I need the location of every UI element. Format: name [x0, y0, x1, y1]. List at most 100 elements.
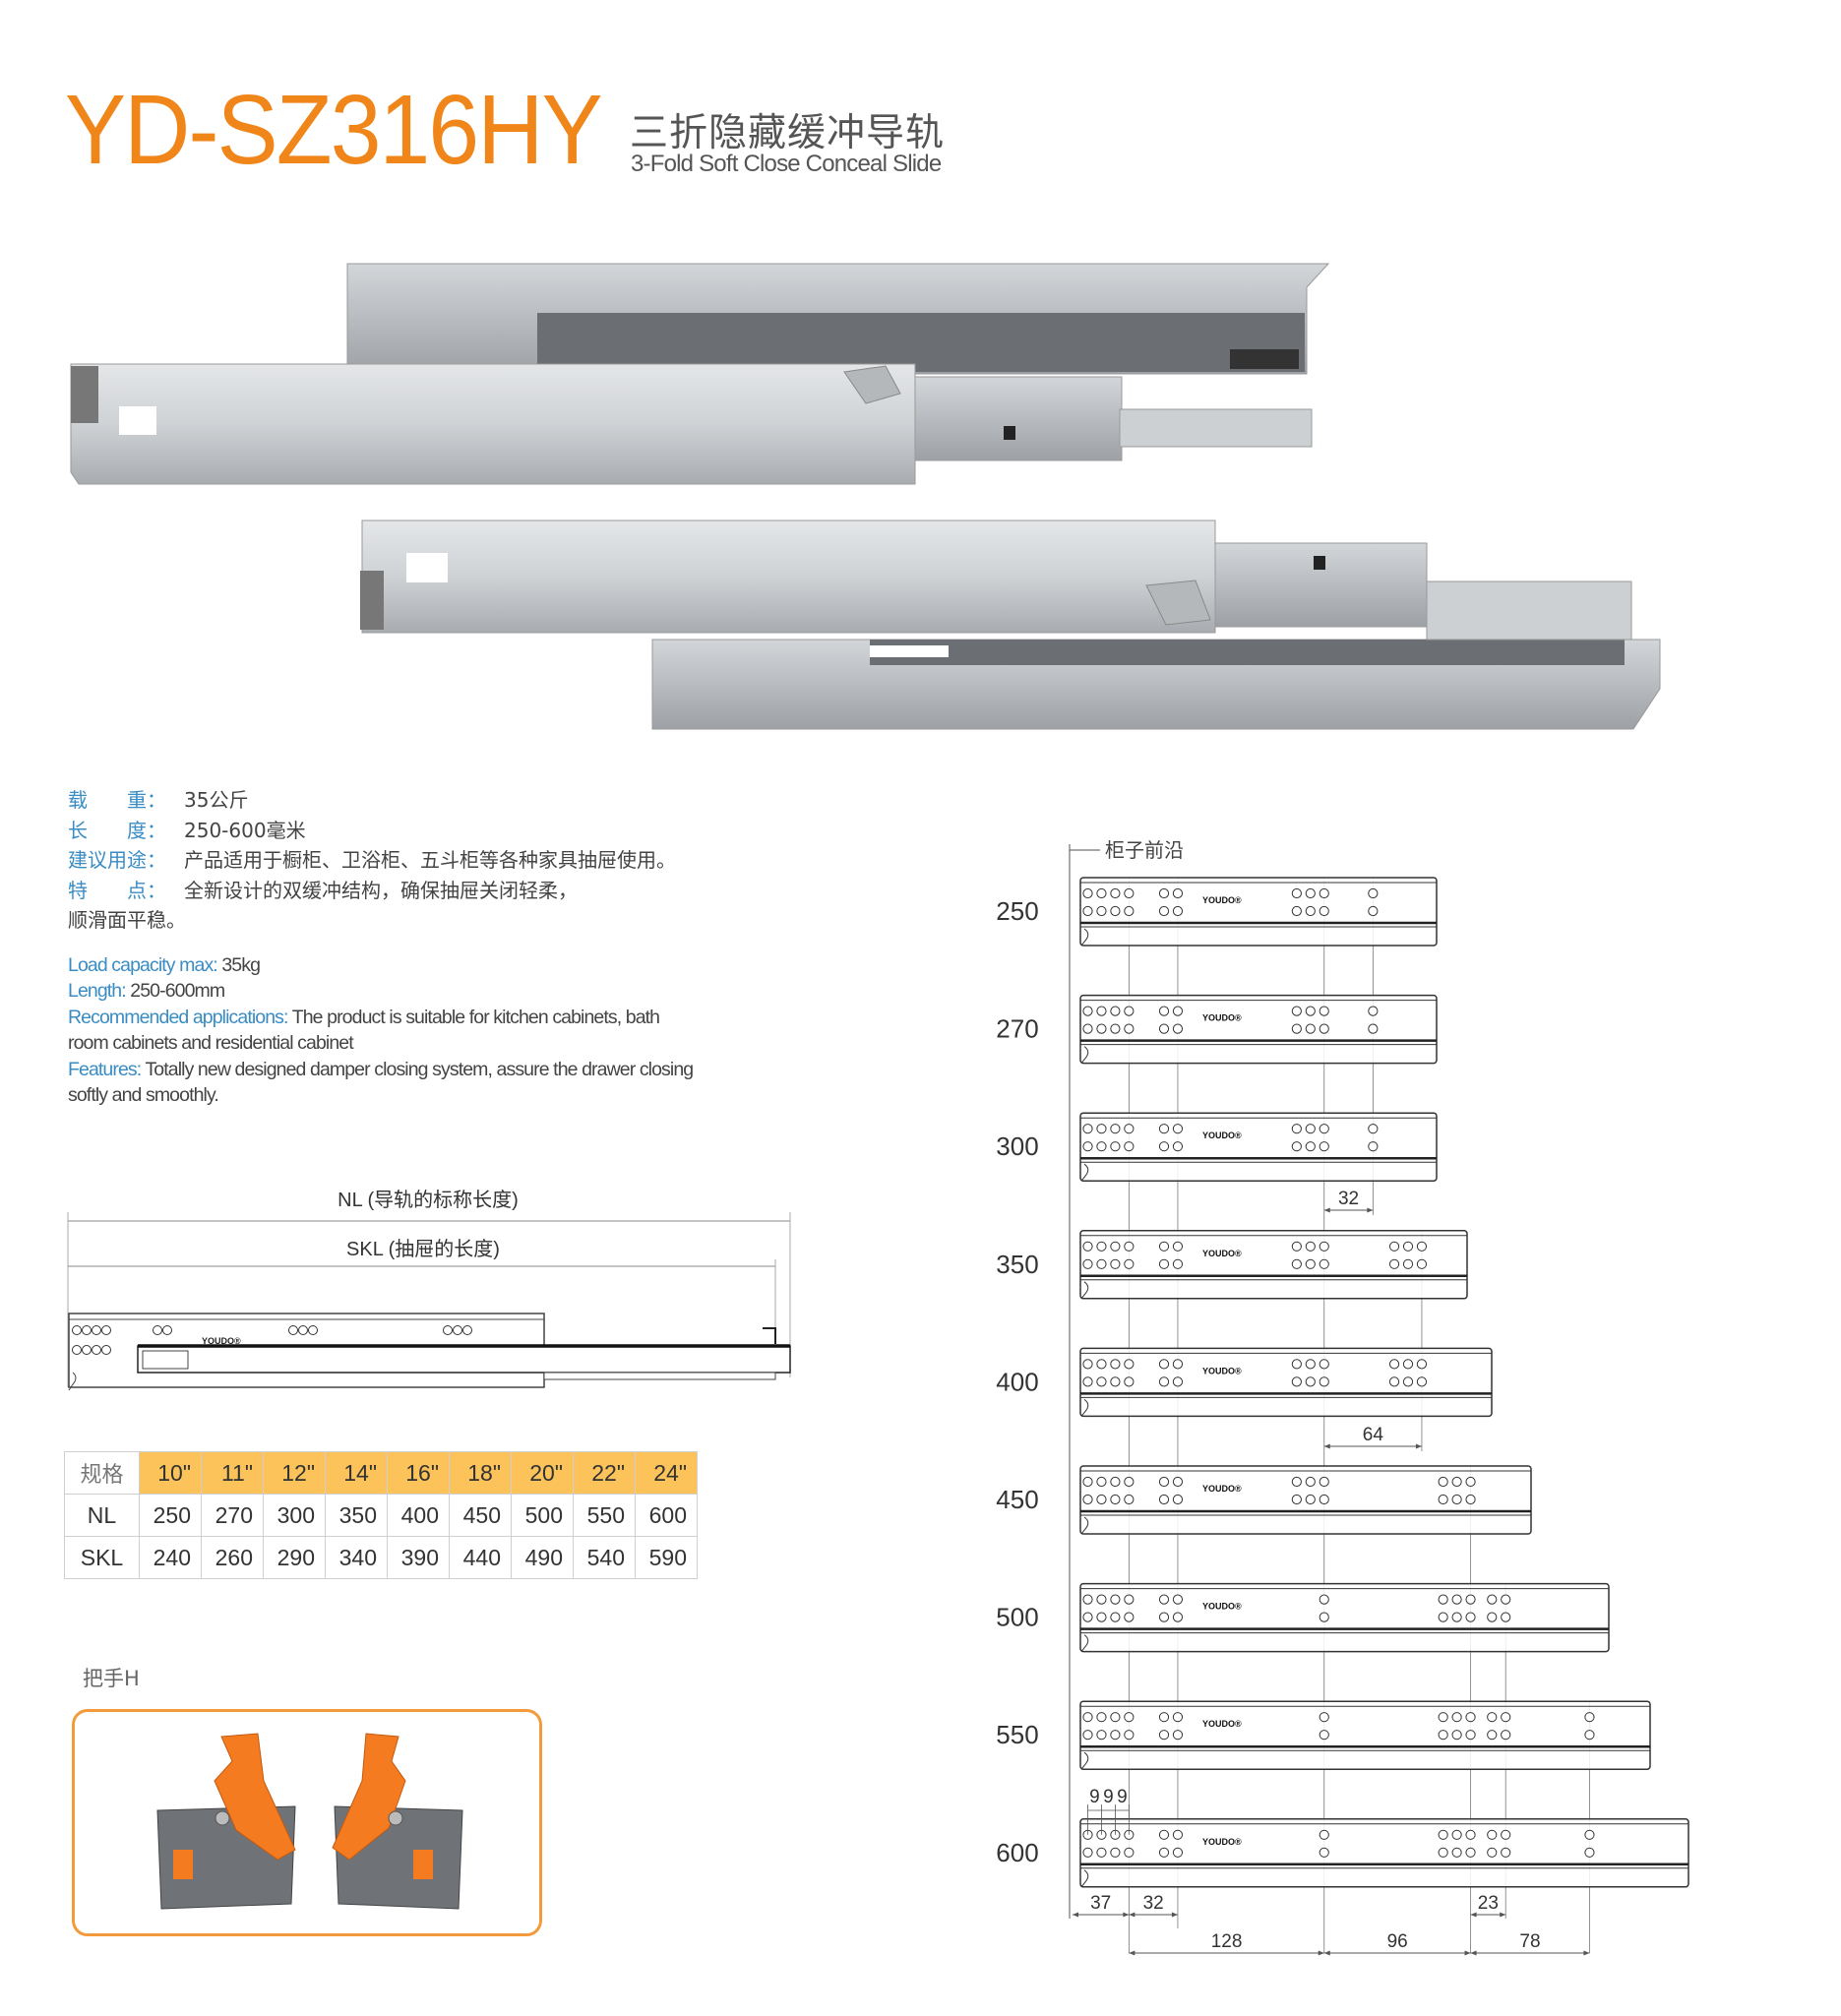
mounting-hole — [1172, 1359, 1184, 1370]
handle-photo-frame — [72, 1709, 542, 1936]
mounting-hole — [1368, 1006, 1379, 1016]
mounting-hole — [1124, 905, 1135, 917]
mounting-hole — [1110, 1124, 1121, 1134]
mounting-hole — [1368, 1124, 1379, 1134]
mounting-hole — [1096, 1494, 1107, 1505]
mounting-hole — [1096, 1359, 1107, 1370]
slide-size-label: 600 — [996, 1838, 1038, 1867]
mounting-hole — [1438, 1612, 1448, 1622]
mounting-hole — [1124, 1141, 1135, 1152]
mounting-hole — [1082, 1359, 1093, 1370]
mounting-hole — [1465, 1712, 1476, 1723]
mounting-hole — [1172, 1141, 1184, 1152]
mounting-hole — [1487, 1612, 1498, 1622]
slide-outline — [1079, 994, 1438, 1065]
mounting-hole — [1388, 1359, 1400, 1370]
row-label: NL — [64, 1494, 140, 1537]
mounting-hole — [1305, 1141, 1316, 1152]
dimension-37-label: 37 — [1090, 1893, 1111, 1914]
mounting-hole — [1096, 1476, 1107, 1488]
table-size: 10" — [139, 1451, 202, 1495]
mounting-hole — [1158, 1359, 1170, 1370]
mounting-hole — [1501, 1847, 1511, 1858]
size-table: 规格 10" 11" 12" 14" 16" 18" 20" 22" 24" N… — [64, 1451, 698, 1579]
slide-outline — [1079, 1112, 1438, 1182]
slide-drawing-550: YOUDO® — [1079, 1700, 1651, 1770]
slide-size-label: 500 — [996, 1603, 1038, 1632]
slide-photo-closed — [70, 263, 1330, 485]
mounting-hole — [1319, 1241, 1329, 1252]
mounting-hole — [1124, 1241, 1135, 1252]
mounting-hole — [1082, 1494, 1093, 1505]
mounting-hole — [1465, 1476, 1476, 1488]
spec-line-length: 长 度：250-600毫米 — [68, 818, 306, 842]
slide-drawing-300: YOUDO® — [1079, 1112, 1438, 1182]
mounting-hole — [1158, 1124, 1170, 1134]
front-hook — [68, 1372, 77, 1391]
spec-en-features: Features: Totally new designed damper cl… — [68, 1058, 694, 1107]
slide-hook — [1080, 1046, 1089, 1064]
mounting-hole — [1319, 1594, 1329, 1605]
mounting-hole — [1158, 1241, 1170, 1252]
mounting-hole — [1124, 1359, 1135, 1370]
mounting-hole — [462, 1325, 472, 1335]
dimension-32-arrows — [1129, 1912, 1178, 1918]
mounting-hole — [1172, 1847, 1184, 1858]
handle-left — [156, 1733, 296, 1910]
mounting-hole — [1319, 1258, 1329, 1269]
slide-cutout — [119, 406, 156, 435]
spec-features-continuation: 顺滑面平稳。 — [68, 908, 186, 933]
mounting-hole — [1124, 1712, 1135, 1723]
mounting-hole — [1096, 887, 1107, 899]
slide-drawing-600: YOUDO® — [1079, 1818, 1689, 1888]
mounting-hole — [1172, 1612, 1184, 1622]
slide-hook — [1080, 1281, 1089, 1300]
slide-cutout — [406, 553, 448, 582]
mounting-hole — [1319, 1006, 1329, 1016]
slide-drawing-270: YOUDO® — [1079, 994, 1438, 1065]
mounting-hole — [1124, 1006, 1135, 1016]
mounting-hole — [1305, 1023, 1316, 1034]
table-size: 14" — [325, 1451, 388, 1495]
table-cell: 350 — [325, 1494, 388, 1537]
table-cell: 300 — [263, 1494, 326, 1537]
spec-en-applications: Recommended applications: The product is… — [68, 1006, 660, 1055]
mounting-hole — [1172, 1712, 1184, 1723]
mounting-hole — [1124, 1730, 1135, 1741]
mounting-hole — [1082, 1023, 1093, 1034]
mounting-hole — [1124, 1023, 1135, 1034]
mounting-hole — [1368, 887, 1379, 899]
mounting-hole — [1082, 1730, 1093, 1741]
brand-logo: YOUDO® — [1202, 895, 1242, 905]
table-row: NL 250 270 300 350 400 450 500 550 600 — [64, 1494, 698, 1537]
mounting-hole — [1110, 1006, 1121, 1016]
mounting-hole — [1172, 1829, 1184, 1840]
mounting-hole — [1368, 1023, 1379, 1034]
mounting-hole — [1402, 1258, 1414, 1269]
mounting-hole — [1172, 1241, 1184, 1252]
mounting-hole — [1501, 1829, 1511, 1840]
mounting-hole — [1465, 1494, 1476, 1505]
table-cell: 290 — [263, 1536, 326, 1579]
mounting-hole — [1158, 1712, 1170, 1723]
brand-logo: YOUDO® — [1202, 1249, 1242, 1258]
mounting-hole — [1319, 1476, 1329, 1488]
mounting-hole — [1082, 905, 1093, 917]
mounting-hole — [1291, 1476, 1302, 1488]
mounting-hole — [1291, 887, 1302, 899]
mounting-hole — [1096, 1241, 1107, 1252]
mounting-hole — [1584, 1730, 1595, 1741]
mounting-hole — [1096, 1612, 1107, 1622]
mounting-hole — [1501, 1712, 1511, 1723]
mounting-hole — [1158, 1006, 1170, 1016]
mounting-hole — [1501, 1730, 1511, 1741]
slide-hook — [1080, 1869, 1089, 1888]
mounting-hole — [1319, 1494, 1329, 1505]
product-photo — [70, 263, 1661, 730]
dimension-32-upper-label: 32 — [1338, 1189, 1359, 1209]
table-header-label: 规格 — [64, 1451, 140, 1495]
pitch-label: 9 — [1089, 1787, 1100, 1807]
spec-line-features: 特 点：全新设计的双缓冲结构，确保抽屉关闭轻柔， — [68, 878, 578, 902]
mounting-hole — [1110, 1730, 1121, 1741]
